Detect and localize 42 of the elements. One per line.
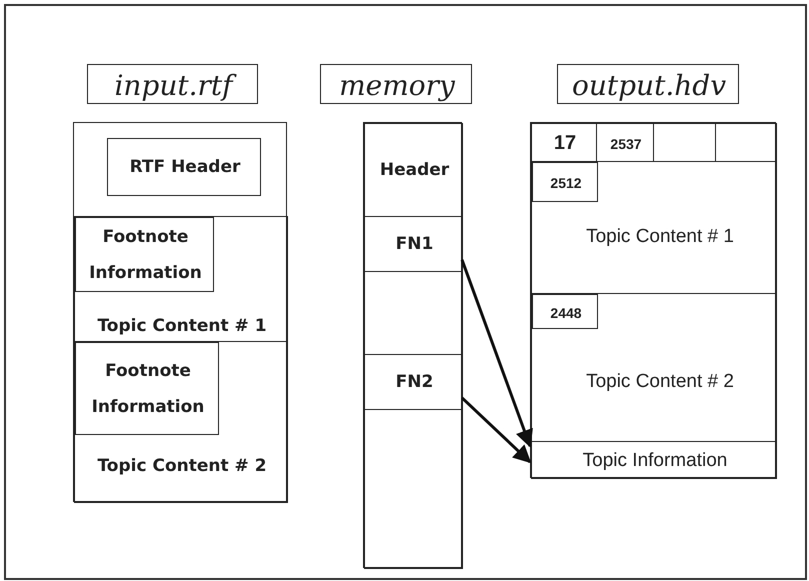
number-cell: [715, 123, 777, 162]
memory-cell: [364, 409, 463, 569]
section-label: Topic Content # 1: [586, 226, 734, 248]
arrow: [460, 396, 532, 464]
header-label: RTF Header: [130, 156, 240, 180]
footnote-box: [75, 217, 214, 292]
info-row: [531, 441, 777, 479]
number-value: 2512: [550, 175, 582, 191]
memory-cell: [364, 123, 463, 217]
file-name-box: [557, 64, 739, 104]
number-value: 17: [554, 132, 576, 155]
memory-cell: [364, 271, 463, 355]
arrow: [460, 259, 533, 448]
cell-label: FN2: [396, 371, 434, 394]
footnote-label: Footnote Information: [88, 226, 203, 284]
header-box: [107, 138, 261, 196]
footnote-label: Footnote Information: [90, 360, 206, 418]
file-section: [74, 341, 288, 503]
number-cell: [532, 294, 598, 329]
number-cell: [532, 162, 598, 202]
number-cell: [531, 123, 597, 162]
file-column: [530, 122, 776, 478]
section-label: Topic Content # 1: [97, 315, 267, 338]
file-section: [74, 216, 288, 342]
cell-label: Header: [380, 159, 450, 182]
file-section: [531, 161, 777, 294]
file-name-box: [320, 64, 472, 104]
file-section: [531, 293, 777, 442]
cell-label: FN1: [396, 233, 434, 256]
memory-cell: [364, 216, 463, 272]
section-label: Topic Content # 2: [586, 371, 734, 393]
footnote-box: [75, 342, 219, 435]
memory-column: [363, 122, 462, 568]
file-name-box: [87, 64, 258, 104]
number-value: 2537: [610, 136, 642, 152]
file-column: [73, 122, 287, 502]
section-label: Topic Information: [582, 450, 728, 472]
number-value: 2448: [550, 304, 582, 320]
section-label: Topic Content # 2: [97, 455, 267, 478]
file-name: memory: [339, 68, 455, 102]
memory-cell: [364, 354, 463, 410]
file-name: output.hdv: [572, 68, 726, 102]
